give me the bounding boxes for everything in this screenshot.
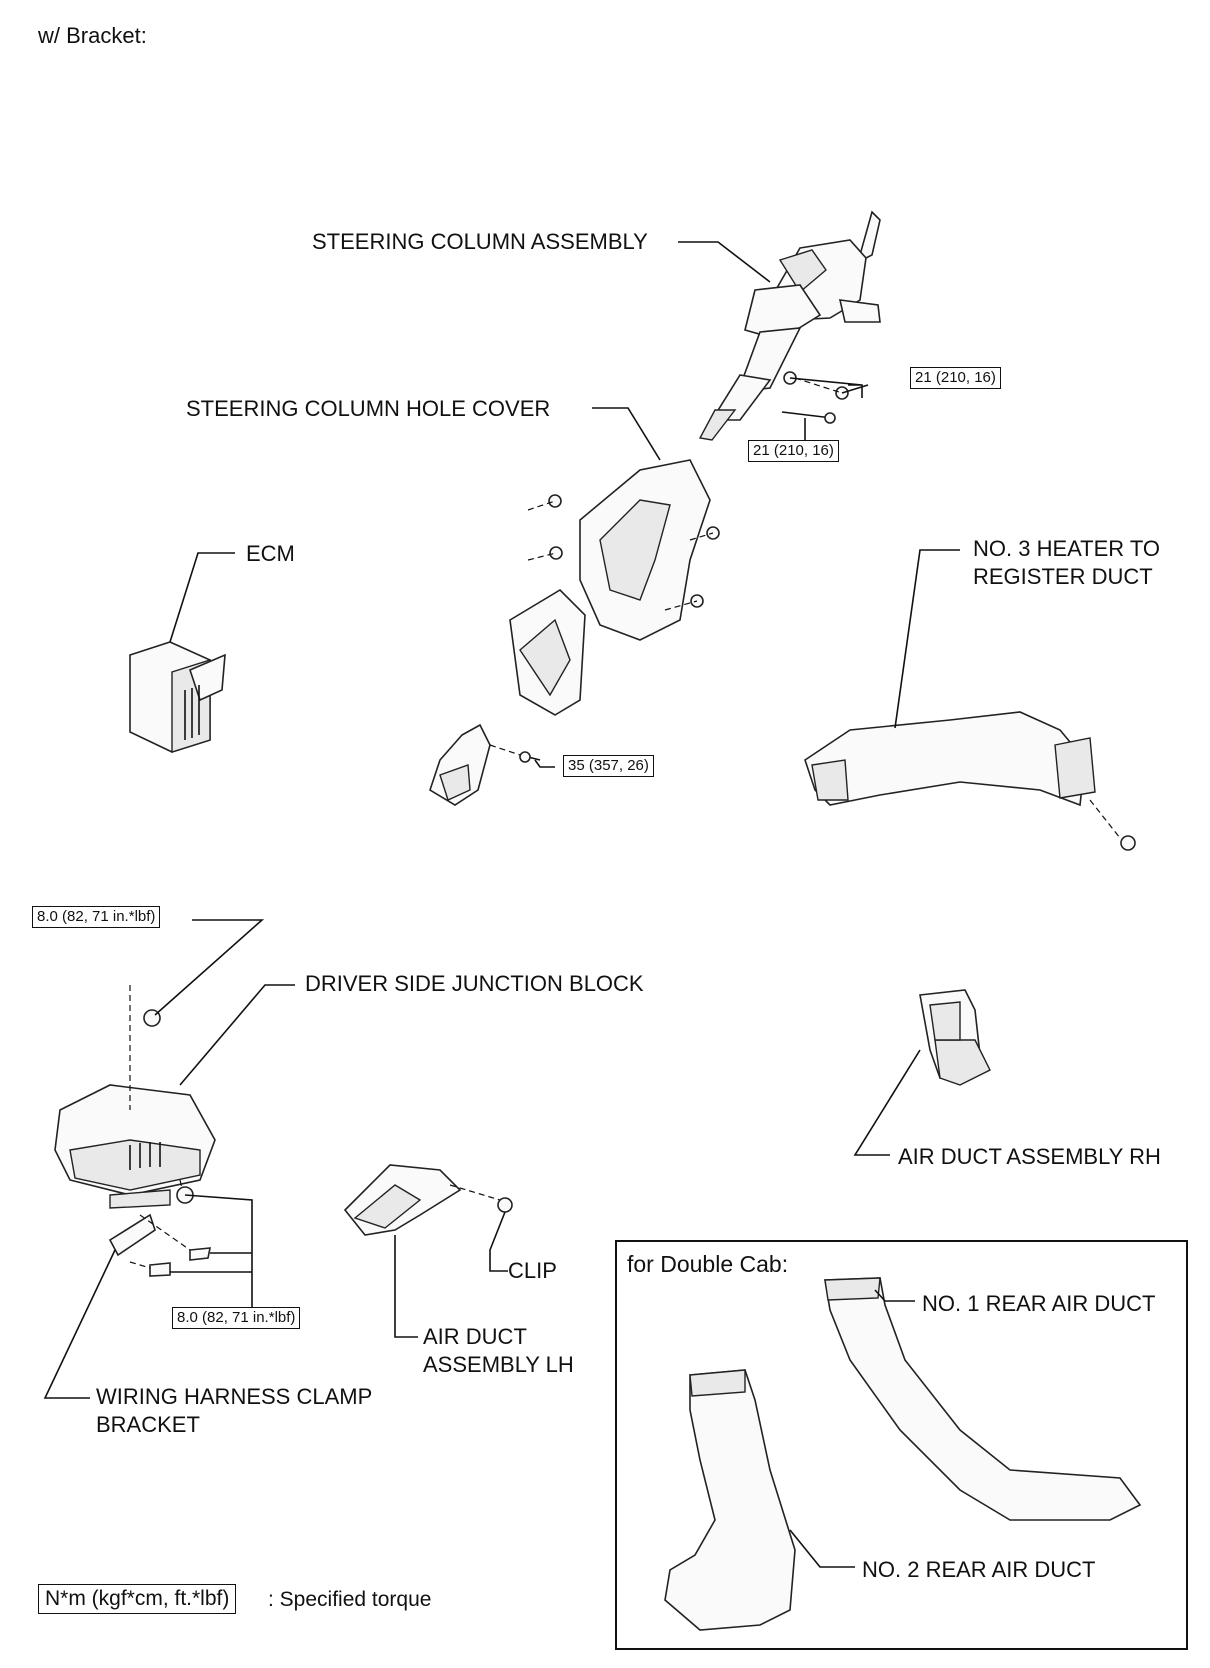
torque-column-nuts: 21 (210, 16) xyxy=(910,367,1001,389)
air-duct-lh-drawing xyxy=(343,1164,513,1236)
leader-lines xyxy=(43,241,960,1568)
torque-junction-block-nut: 8.0 (82, 71 in.*lbf) xyxy=(32,906,161,928)
hole-cover-drawing xyxy=(509,459,720,716)
ecm-drawing xyxy=(129,641,226,753)
double-cab-inset: for Double Cab: NO. 1 REAR AIR DUCT NO. … xyxy=(615,1240,1188,1650)
label-steering-column-assembly: STEERING COLUMN ASSEMBLY xyxy=(312,229,648,254)
label-heater-duct-line2: REGISTER DUCT xyxy=(973,564,1153,589)
label-air-duct-rh: AIR DUCT ASSEMBLY RH xyxy=(898,1144,1161,1169)
label-air-duct-lh-line1: AIR DUCT xyxy=(423,1324,527,1349)
harness-bracket-drawing xyxy=(108,1213,211,1277)
air-duct-rh-drawing xyxy=(919,989,991,1086)
inset-title: for Double Cab: xyxy=(627,1251,789,1277)
legend-unit-box: N*m (kgf*cm, ft.*lbf) xyxy=(38,1584,237,1614)
rear-air-duct-drawing xyxy=(664,1277,1142,1631)
label-steering-column-hole-cover: STEERING COLUMN HOLE COVER xyxy=(186,396,551,421)
heater-duct-drawing xyxy=(804,711,1136,851)
torque-intermediate-shaft-bolt: 35 (357, 26) xyxy=(563,755,654,777)
label-harness-clamp-line1: WIRING HARNESS CLAMP xyxy=(96,1384,373,1409)
steering-column-drawing xyxy=(698,210,881,441)
label-no1-rear-air-duct: NO. 1 REAR AIR DUCT xyxy=(922,1291,1156,1316)
label-clip: CLIP xyxy=(508,1258,557,1283)
label-driver-side-junction-block: DRIVER SIDE JUNCTION BLOCK xyxy=(305,971,644,996)
label-no2-rear-air-duct: NO. 2 REAR AIR DUCT xyxy=(862,1557,1096,1582)
torque-column-bolt: 21 (210, 16) xyxy=(748,440,839,462)
label-ecm: ECM xyxy=(246,541,295,566)
junction-block-drawing xyxy=(54,985,216,1209)
label-harness-clamp-line2: BRACKET xyxy=(96,1412,200,1437)
intermediate-shaft-drawing xyxy=(429,723,541,806)
torque-junction-block-bolts: 8.0 (82, 71 in.*lbf) xyxy=(172,1307,301,1329)
label-heater-duct-line1: NO. 3 HEATER TO xyxy=(973,536,1161,561)
legend-description: : Specified torque xyxy=(268,1588,432,1611)
variant-label: w/ Bracket: xyxy=(38,23,147,48)
label-air-duct-lh-line2: ASSEMBLY LH xyxy=(423,1352,574,1377)
